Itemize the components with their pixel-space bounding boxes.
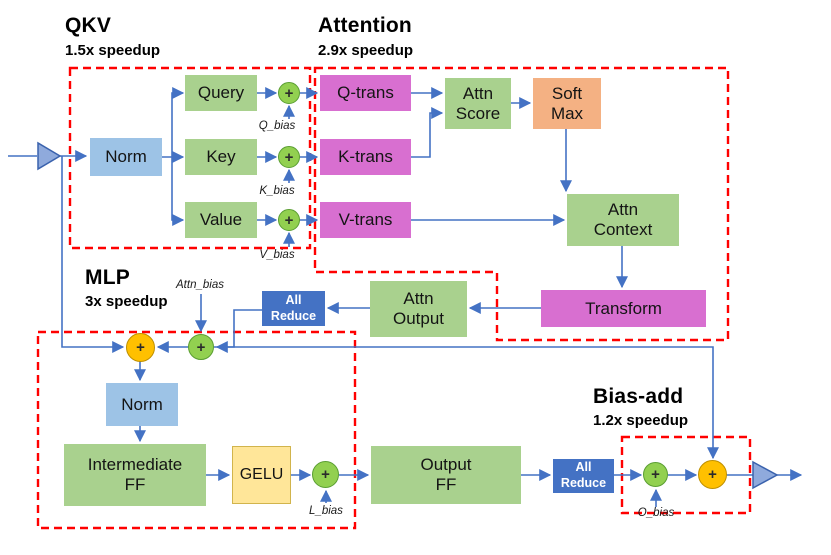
transform-box: Transform [541, 290, 706, 327]
v-trans-box: V-trans [320, 202, 411, 238]
output-triangle-icon [752, 460, 779, 490]
all-reduce-mlp-box: All Reduce [553, 459, 614, 493]
gelu-box: GELU [232, 446, 291, 504]
qkv-speedup-label: 1.5x speedup [65, 42, 161, 59]
bias-add-speedup-label: 1.2x speedup [593, 412, 689, 429]
k-bias-add-icon: + [278, 146, 300, 168]
bias-add-region-outline [620, 435, 752, 515]
attn-score-box: Attn Score [445, 78, 511, 129]
query-box: Query [185, 75, 257, 111]
bias-add-section-title: Bias-add [593, 385, 684, 408]
qkv-section-title: QKV [65, 14, 112, 37]
norm-box-attn: Norm [90, 138, 162, 176]
mlp-section-title: MLP [85, 266, 130, 289]
q-bias-add-icon: + [278, 82, 300, 104]
value-box: Value [185, 202, 257, 238]
attn-output-box: Attn Output [370, 281, 467, 337]
l-bias-label: L_bias [309, 505, 343, 517]
q-bias-label: Q_bias [258, 120, 296, 132]
intermediate-ff-box: Intermediate FF [64, 444, 206, 506]
attn-context-box: Attn Context [567, 194, 679, 246]
input-triangle-icon [37, 141, 62, 171]
l-bias-add-icon: + [312, 461, 339, 488]
q-trans-box: Q-trans [320, 75, 411, 111]
v-bias-label: V_bias [259, 249, 295, 261]
attn-bias-add-icon: + [188, 334, 214, 360]
all-reduce-attn-box: All Reduce [262, 291, 325, 326]
attn-bias-label: Attn_bias [176, 279, 224, 291]
output-residual-add-icon: + [698, 460, 727, 489]
attention-section-title: Attention [318, 14, 412, 37]
norm-box-mlp: Norm [106, 383, 178, 426]
soft-max-box: Soft Max [533, 78, 601, 129]
o-bias-add-icon: + [643, 462, 668, 487]
k-trans-box: K-trans [320, 139, 411, 175]
attention-speedup-label: 2.9x speedup [318, 42, 414, 59]
attn-residual-add-icon: + [126, 333, 155, 362]
output-ff-box: Output FF [371, 446, 521, 504]
k-bias-label: K_bias [259, 185, 295, 197]
key-box: Key [185, 139, 257, 175]
v-bias-add-icon: + [278, 209, 300, 231]
mlp-speedup-label: 3x speedup [85, 293, 168, 310]
o-bias-label: O_bias [637, 507, 675, 519]
